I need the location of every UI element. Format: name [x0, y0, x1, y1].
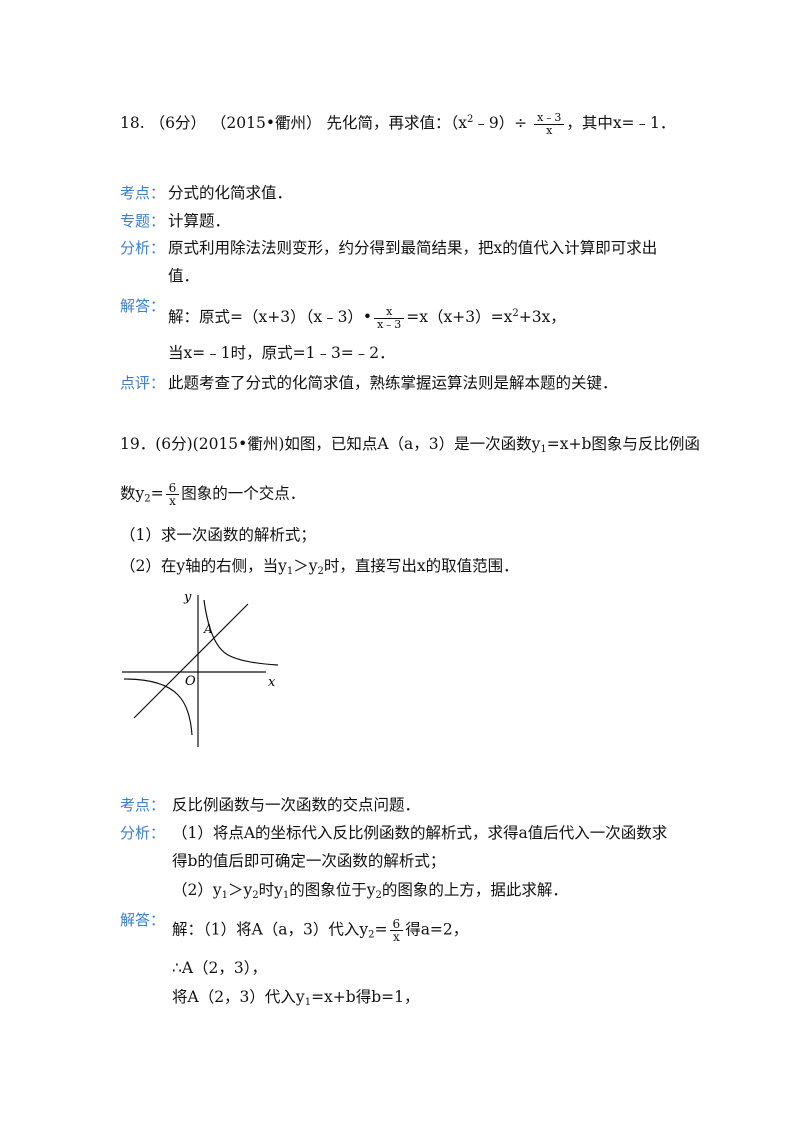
fraction-numerator: x﹣3	[534, 111, 565, 125]
stem-text: 图象的一个交点．	[181, 484, 306, 503]
analysis-text: 的图象的上方，据此求解．	[381, 881, 568, 899]
fraction-denominator: x	[546, 123, 553, 137]
analysis-text: （2）y	[172, 881, 222, 899]
fenxi-label: 分析：	[120, 824, 166, 842]
solution-text: =x（x+3）=x	[406, 308, 513, 326]
jieda-line: 将A（2，3）代入y1=x+b得b=1，	[172, 987, 419, 1013]
subscript: 1	[540, 444, 547, 455]
stem-text: ﹣9）÷	[473, 114, 528, 132]
analysis-text: 的图象位于y	[289, 881, 376, 899]
analysis-text: 时y	[258, 881, 283, 899]
subscript: 1	[282, 890, 290, 901]
source: （2015•衢州）	[210, 114, 322, 132]
solution-text: 解：（1）将A（a，3）代入y	[172, 920, 369, 939]
q19-part1: （1）求一次函数的解析式；	[120, 526, 316, 544]
solution-text: =	[374, 920, 388, 939]
stem-text: 数y	[120, 484, 145, 503]
subscript: 1	[221, 890, 228, 901]
zhuanti-text: 计算题．	[168, 212, 231, 230]
stem-text: 先化简，再求值：（x	[326, 114, 467, 132]
jieda-line: ∴A（2，3），	[172, 959, 268, 977]
function-graph: y x O A	[122, 590, 279, 747]
linear-function-line	[133, 603, 249, 719]
stem-text: ，其中x=﹣1．	[566, 114, 676, 132]
fenxi-text: 得b的值后即可确定一次函数的解析式；	[172, 852, 446, 870]
fraction: x﹣3 x	[534, 111, 565, 137]
q19-stem: 19．(6分)(2015•衢州)如图，已知点A（a，3）是一次函数y1=x+b图…	[120, 434, 700, 460]
fenxi-label: 分析：	[120, 239, 166, 257]
kaodian-text: 反比例函数与一次函数的交点问题．	[172, 796, 421, 814]
fraction-denominator: x	[392, 930, 400, 944]
dianping-label: 点评：	[120, 374, 166, 392]
jieda-label: 解答：	[120, 911, 166, 929]
fraction-numerator: 6	[165, 482, 180, 495]
question-number: 18.	[120, 114, 145, 132]
stem-text: 时，直接写出x的取值范围．	[323, 557, 519, 575]
solution-text: 将A（2，3）代入y	[172, 988, 305, 1006]
fraction-denominator: x	[169, 494, 176, 508]
subscript: 2	[375, 890, 382, 901]
zhuanti-label: 专题：	[120, 212, 166, 230]
solution-text: =x+b得b=1，	[311, 988, 420, 1006]
solution-text: 解：原式=（x+3）（x﹣3）•	[168, 308, 373, 326]
y-axis-label: y	[183, 590, 192, 605]
kaodian-text: 分式的化简求值．	[168, 184, 293, 202]
subscript: 2	[144, 493, 151, 505]
jieda-label: 解答：	[120, 297, 166, 315]
origin-label: O	[185, 674, 196, 689]
hyperbola-branch-q1	[203, 599, 279, 666]
subscript: 1	[304, 997, 312, 1008]
q19-part2: （2）在y轴的右侧，当y1＞y2时，直接写出x的取值范围．	[120, 556, 519, 582]
jieda-line: 当x=﹣1时，原式=1﹣3=﹣2．	[168, 344, 395, 362]
analysis-text: ＞y	[228, 881, 253, 899]
point-a-label: A	[203, 622, 213, 636]
stem-text: =x+b图象与反比例函	[546, 435, 700, 453]
stem-text: =	[150, 484, 164, 503]
x-axis-label: x	[268, 675, 276, 690]
solution-text: 得a=2，	[405, 920, 469, 939]
kaodian-label: 考点：	[120, 796, 166, 814]
exponent: 2	[512, 308, 519, 319]
hyperbola-branch-q3	[123, 678, 193, 736]
solution-text: +3x，	[518, 308, 566, 326]
score: （6分）	[149, 114, 206, 132]
kaodian-label: 考点：	[120, 184, 166, 202]
subscript: 1	[286, 566, 294, 577]
stem-text: 19．(6分)(2015•衢州)如图，已知点A（a，3）是一次函数y	[120, 435, 541, 453]
fenxi-text: 原式利用除法法则变形，约分得到最简结果，把x的值代入计算即可求出	[168, 239, 658, 257]
fenxi-text: 值．	[168, 267, 200, 285]
stem-text: ＞y	[293, 557, 318, 575]
q18-stem: 18. （6分） （2015•衢州） 先化简，再求值：（x2﹣9）÷ x﹣3 x…	[120, 110, 675, 137]
subscript: 2	[317, 566, 324, 577]
subscript: 2	[368, 929, 375, 941]
subscript: 2	[252, 890, 259, 901]
exponent: 2	[466, 114, 474, 125]
dianping-text: 此题考查了分式的化简求值，熟练掌握运算法则是解本题的关键．	[168, 374, 618, 392]
stem-text: （2）在y轴的右侧，当y	[120, 557, 287, 575]
fenxi-text: （1）将点A的坐标代入反比例函数的解析式，求得a值后代入一次函数求	[172, 824, 668, 842]
fraction-numerator: 6	[389, 918, 404, 931]
fraction-denominator: x﹣3	[377, 317, 402, 331]
fenxi-text: （2）y1＞y2时y1的图象位于y2的图象的上方，据此求解．	[172, 880, 568, 906]
fraction-numerator: x	[374, 305, 405, 319]
